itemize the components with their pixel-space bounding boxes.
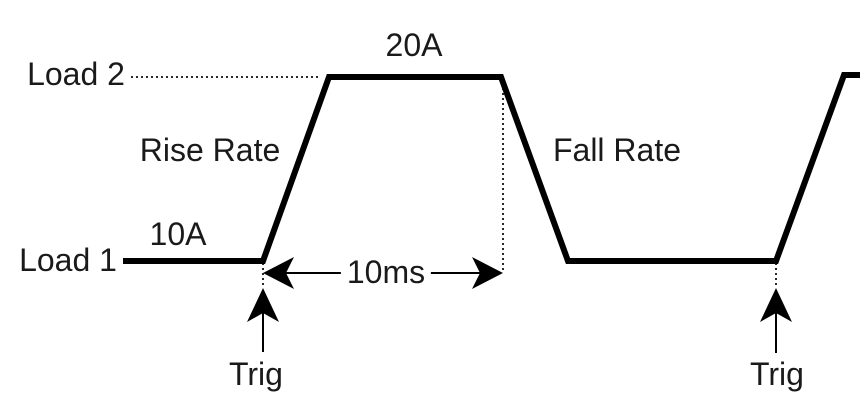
trigger-left-arrow-head-icon	[247, 288, 279, 322]
high-level-value-label: 20A	[385, 27, 443, 63]
fall-rate-label: Fall Rate	[552, 132, 682, 168]
interval-value-label: 10ms	[340, 256, 432, 288]
interval-arrow-right-head-icon	[472, 257, 503, 289]
trigger-left-label: Trig	[229, 356, 283, 392]
load1-label: Load 1	[19, 242, 117, 278]
trigger-right-arrow-head-icon	[760, 288, 792, 322]
interval-arrow-left-head-icon	[263, 257, 294, 289]
rise-rate-label: Rise Rate	[139, 132, 281, 168]
load2-label: Load 2	[27, 56, 125, 92]
waveform-trace	[123, 72, 860, 264]
trigger-right-label: Trig	[750, 356, 804, 392]
low-level-value-label: 10A	[149, 216, 207, 252]
